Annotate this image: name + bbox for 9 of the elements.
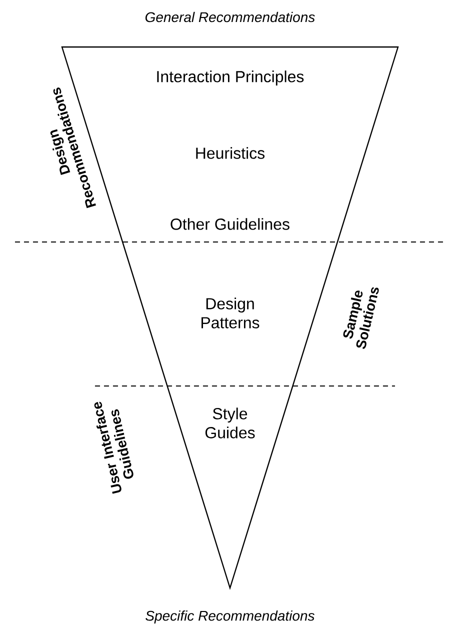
band-label: Other Guidelines [170, 218, 290, 230]
heading-text: General Recommendations [145, 12, 315, 22]
band-label: Style Guides [205, 408, 255, 438]
band-label: Design Patterns [202, 298, 260, 328]
side-label: Sample Solutions [343, 287, 379, 349]
heading-text: Specific Recommendations [146, 610, 314, 624]
side-label: User Interface Guidelines [94, 402, 134, 494]
band-label: Interaction Principles [157, 70, 304, 86]
band-label: Heuristics [196, 147, 265, 159]
